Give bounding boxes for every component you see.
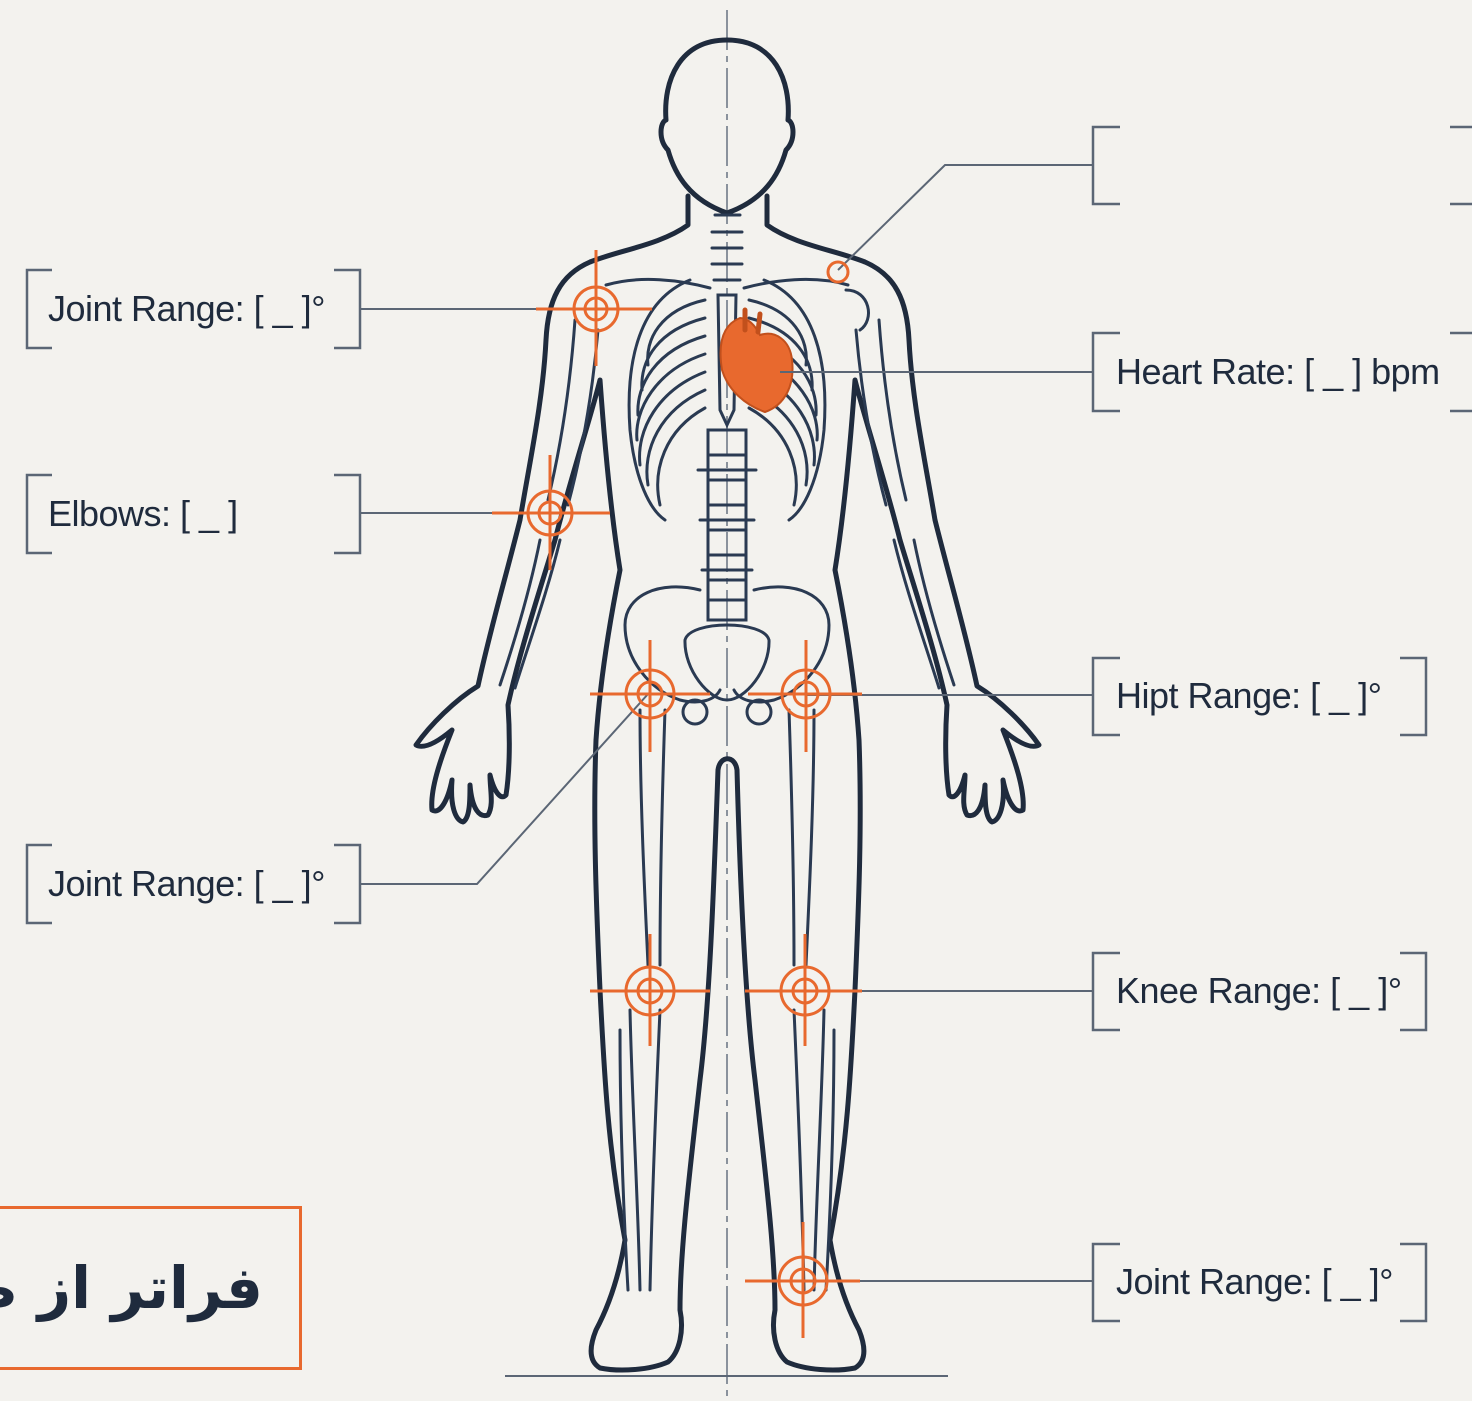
heart — [721, 310, 793, 412]
page-title: فراتر از ظاهر — [0, 1254, 263, 1322]
target-ankle — [745, 1222, 860, 1338]
elbows-label: Elbows: [ _ ] — [48, 489, 238, 539]
knee-range-label: Knee Range: [ _ ]° — [1116, 966, 1402, 1016]
shoulder-joint-range-label: Joint Range: [ _ ]° — [48, 284, 325, 334]
joint-targets — [492, 250, 862, 1338]
target-knee-right — [745, 934, 862, 1046]
target-hip-left — [590, 640, 710, 752]
target-shoulder-right — [828, 262, 848, 282]
ankle-joint-range-label: Joint Range: [ _ ]° — [1116, 1257, 1393, 1307]
hip-joint-range-label: Joint Range: [ _ ]° — [48, 859, 325, 909]
hip-range-label: Hipt Range: [ _ ]° — [1116, 671, 1382, 721]
heart-rate-label: Heart Rate: [ _ ] bpm — [1116, 347, 1440, 397]
target-knee-left — [590, 934, 710, 1046]
title-box: فراتر از ظاهر — [0, 1206, 302, 1370]
